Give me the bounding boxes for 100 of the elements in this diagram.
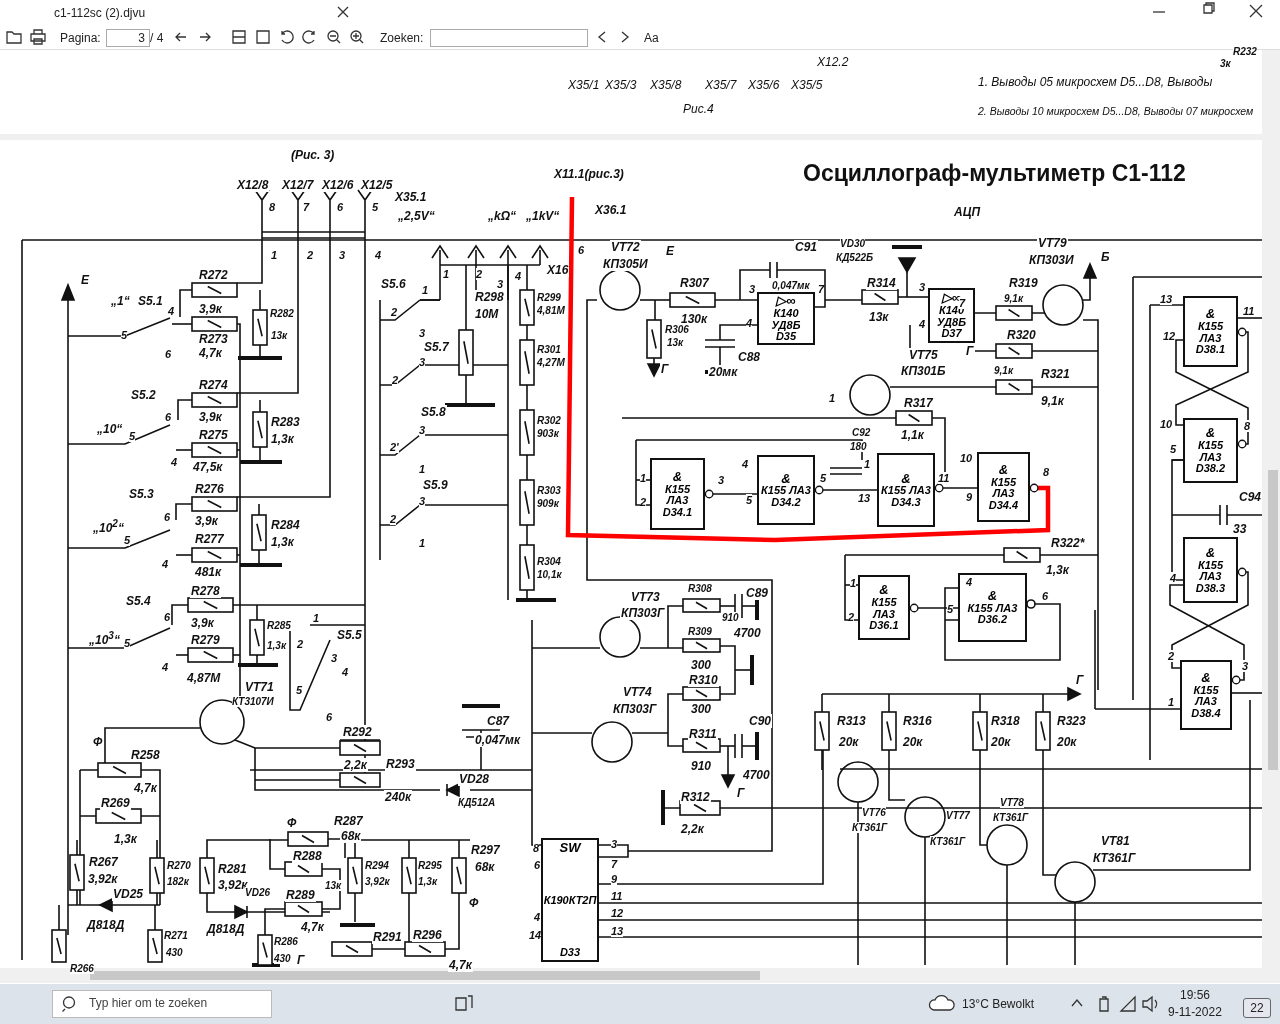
component-label: 1,3к xyxy=(1045,563,1070,577)
component-label: 9,1к xyxy=(994,365,1013,376)
component-label: КП303И xyxy=(1028,253,1075,267)
pin-number: 5 xyxy=(296,684,303,696)
component-label: 20к xyxy=(838,735,860,749)
component-label: R274 xyxy=(198,378,229,392)
adjustment-mark: Ф xyxy=(92,735,104,749)
pin-number: 1 xyxy=(419,537,426,549)
wire xyxy=(814,485,878,495)
component-label: X12/6 xyxy=(321,178,355,192)
component-label: 3,92к xyxy=(87,872,119,886)
logic-gate-box xyxy=(1183,296,1238,367)
component-label: 3,92к xyxy=(217,878,249,892)
component-label: 13к xyxy=(868,310,890,324)
component-label: 3,9к xyxy=(194,514,219,528)
component-label: 4,81М xyxy=(537,305,565,316)
logic-gate-box xyxy=(650,458,705,530)
pin-number: 4 xyxy=(168,305,175,317)
component-label: VD25 xyxy=(112,887,145,901)
component-label: X35/5 xyxy=(791,78,823,92)
pin-number: 3 xyxy=(419,327,426,339)
pin-number: 5 xyxy=(129,430,136,442)
component-label: R298 xyxy=(474,290,505,304)
chip-label: D33 xyxy=(559,947,581,959)
component-label: КП303Г xyxy=(612,702,658,716)
component-label: КТ361Г xyxy=(930,836,966,847)
wire xyxy=(1171,567,1249,669)
logic-gate-box xyxy=(858,575,910,640)
component-label: VD28 xyxy=(458,772,491,786)
component-label: 903к xyxy=(537,428,559,439)
component-label: C87 xyxy=(486,714,510,728)
component-label: VT81 xyxy=(1100,834,1131,848)
logic-gate-box xyxy=(1183,537,1238,603)
pin-number: 5 xyxy=(746,494,753,506)
component-label: „1“ xyxy=(110,294,131,308)
component-label: X35/1 xyxy=(568,78,600,92)
pin-number: 7 xyxy=(303,201,310,213)
component-label: Г xyxy=(736,786,746,800)
chip-label: К155 ЛА3 D34.3 xyxy=(880,485,932,509)
component-label: S5.4 xyxy=(125,594,152,608)
component-label: КТ361Г xyxy=(993,812,1029,823)
component-label: VT78 xyxy=(1000,797,1024,808)
component-label: 300 xyxy=(690,702,713,716)
pin-number: 4 xyxy=(342,666,349,678)
figure-reference: (Рис. 3) xyxy=(290,148,336,162)
pin-number: 7 xyxy=(959,297,966,309)
component-label: 20к xyxy=(990,735,1012,749)
component-label: VT76 xyxy=(862,807,886,818)
component-label: VT71 xyxy=(244,680,275,694)
component-label: R304 xyxy=(537,556,561,567)
pin-number: 12 xyxy=(611,907,624,919)
component-label: E xyxy=(665,244,675,258)
component-label: КТ361Г xyxy=(1092,851,1137,865)
op-amp-box xyxy=(928,288,975,343)
pin-number: 11 xyxy=(611,890,623,902)
pin-number: 5 xyxy=(124,637,131,649)
component-label: R286 xyxy=(274,936,298,947)
component-label: X12/8 xyxy=(236,178,270,192)
component-label: VT74 xyxy=(622,685,653,699)
pin-number: 4 xyxy=(966,576,973,588)
logic-gate-box xyxy=(877,453,935,527)
pin-number: 1 xyxy=(829,392,836,404)
component-label: Б xyxy=(1100,250,1111,264)
pin-number: 6 xyxy=(578,244,585,256)
component-label: 1,3к xyxy=(270,535,295,549)
component-label: 3,9к xyxy=(198,410,223,424)
pin-number: 2 xyxy=(297,638,304,650)
logic-gate-box xyxy=(1180,660,1232,730)
chip-label: К155 ЛА3 D36.2 xyxy=(966,602,1019,626)
pin-number: 1 xyxy=(271,249,278,261)
pin-number: 8 xyxy=(269,201,276,213)
component-label: 182к xyxy=(167,876,189,887)
adjustment-mark: Ф xyxy=(286,816,298,830)
pin-number: 4 xyxy=(515,270,522,282)
component-label: КП301Б xyxy=(900,364,947,378)
component-label: R297 xyxy=(470,843,501,857)
component-label: S5.7 xyxy=(423,340,450,354)
pin-number: 8 xyxy=(1244,420,1251,432)
component-label: 4700 xyxy=(733,626,762,640)
pin-number: 11 xyxy=(938,472,950,484)
chip-label: & xyxy=(879,583,889,597)
pin-number: 4 xyxy=(375,249,382,261)
figure-caption: Рис.4 xyxy=(683,102,714,116)
component-label: R291 xyxy=(372,930,403,944)
component-label: 10,1к xyxy=(537,569,562,580)
highlighted-wire xyxy=(565,196,1051,543)
note: 1. Выводы 05 микросхем D5...D8, Выводы xyxy=(978,75,1213,89)
component-label: 1,3к xyxy=(267,640,286,651)
pin-number: 4 xyxy=(171,456,178,468)
component-label: R283 xyxy=(270,415,301,429)
component-label: „10$^{2}$“ xyxy=(92,518,125,535)
component-label: R284 xyxy=(270,518,301,532)
pin-number: 3 xyxy=(339,249,346,261)
component-label: 20мк xyxy=(708,365,739,379)
component-label: VD30 xyxy=(840,238,865,249)
clock-date: 9-11-2022 xyxy=(1168,1005,1222,1019)
component-label: R278 xyxy=(190,584,221,598)
pin-number: 2 xyxy=(391,306,398,318)
component-label: 910 xyxy=(722,612,739,623)
component-label: VD26 xyxy=(245,887,270,898)
